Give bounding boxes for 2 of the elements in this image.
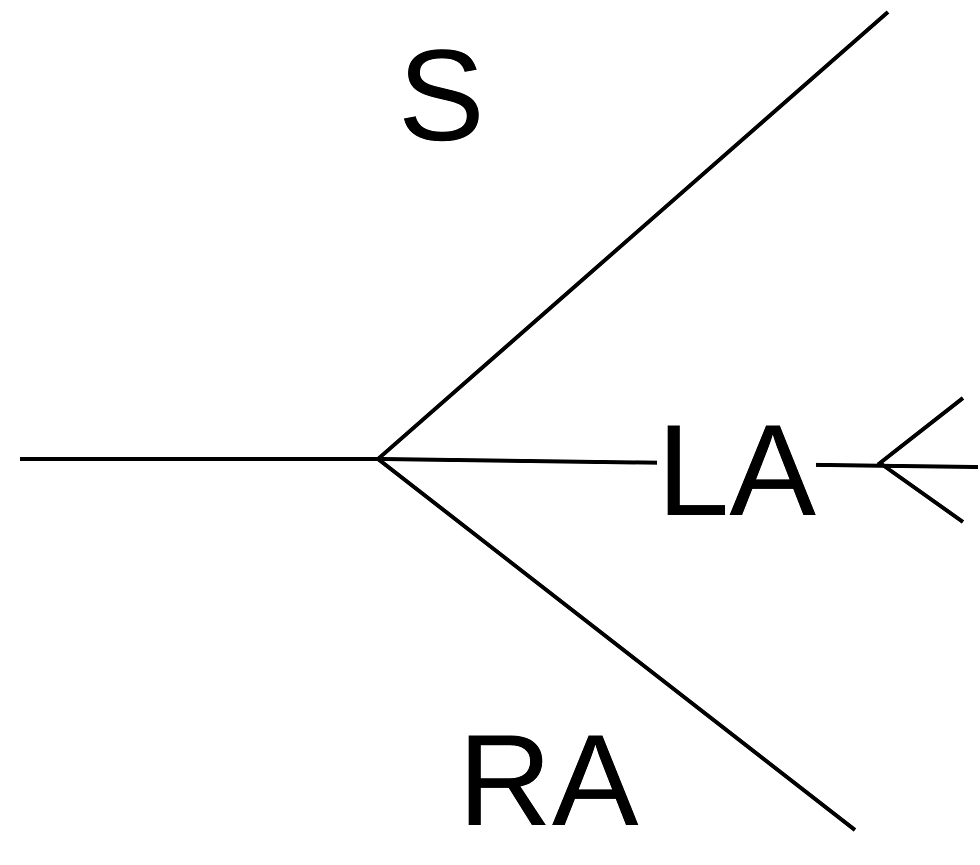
part-label: RA	[458, 715, 639, 845]
part-label: S	[398, 30, 485, 160]
